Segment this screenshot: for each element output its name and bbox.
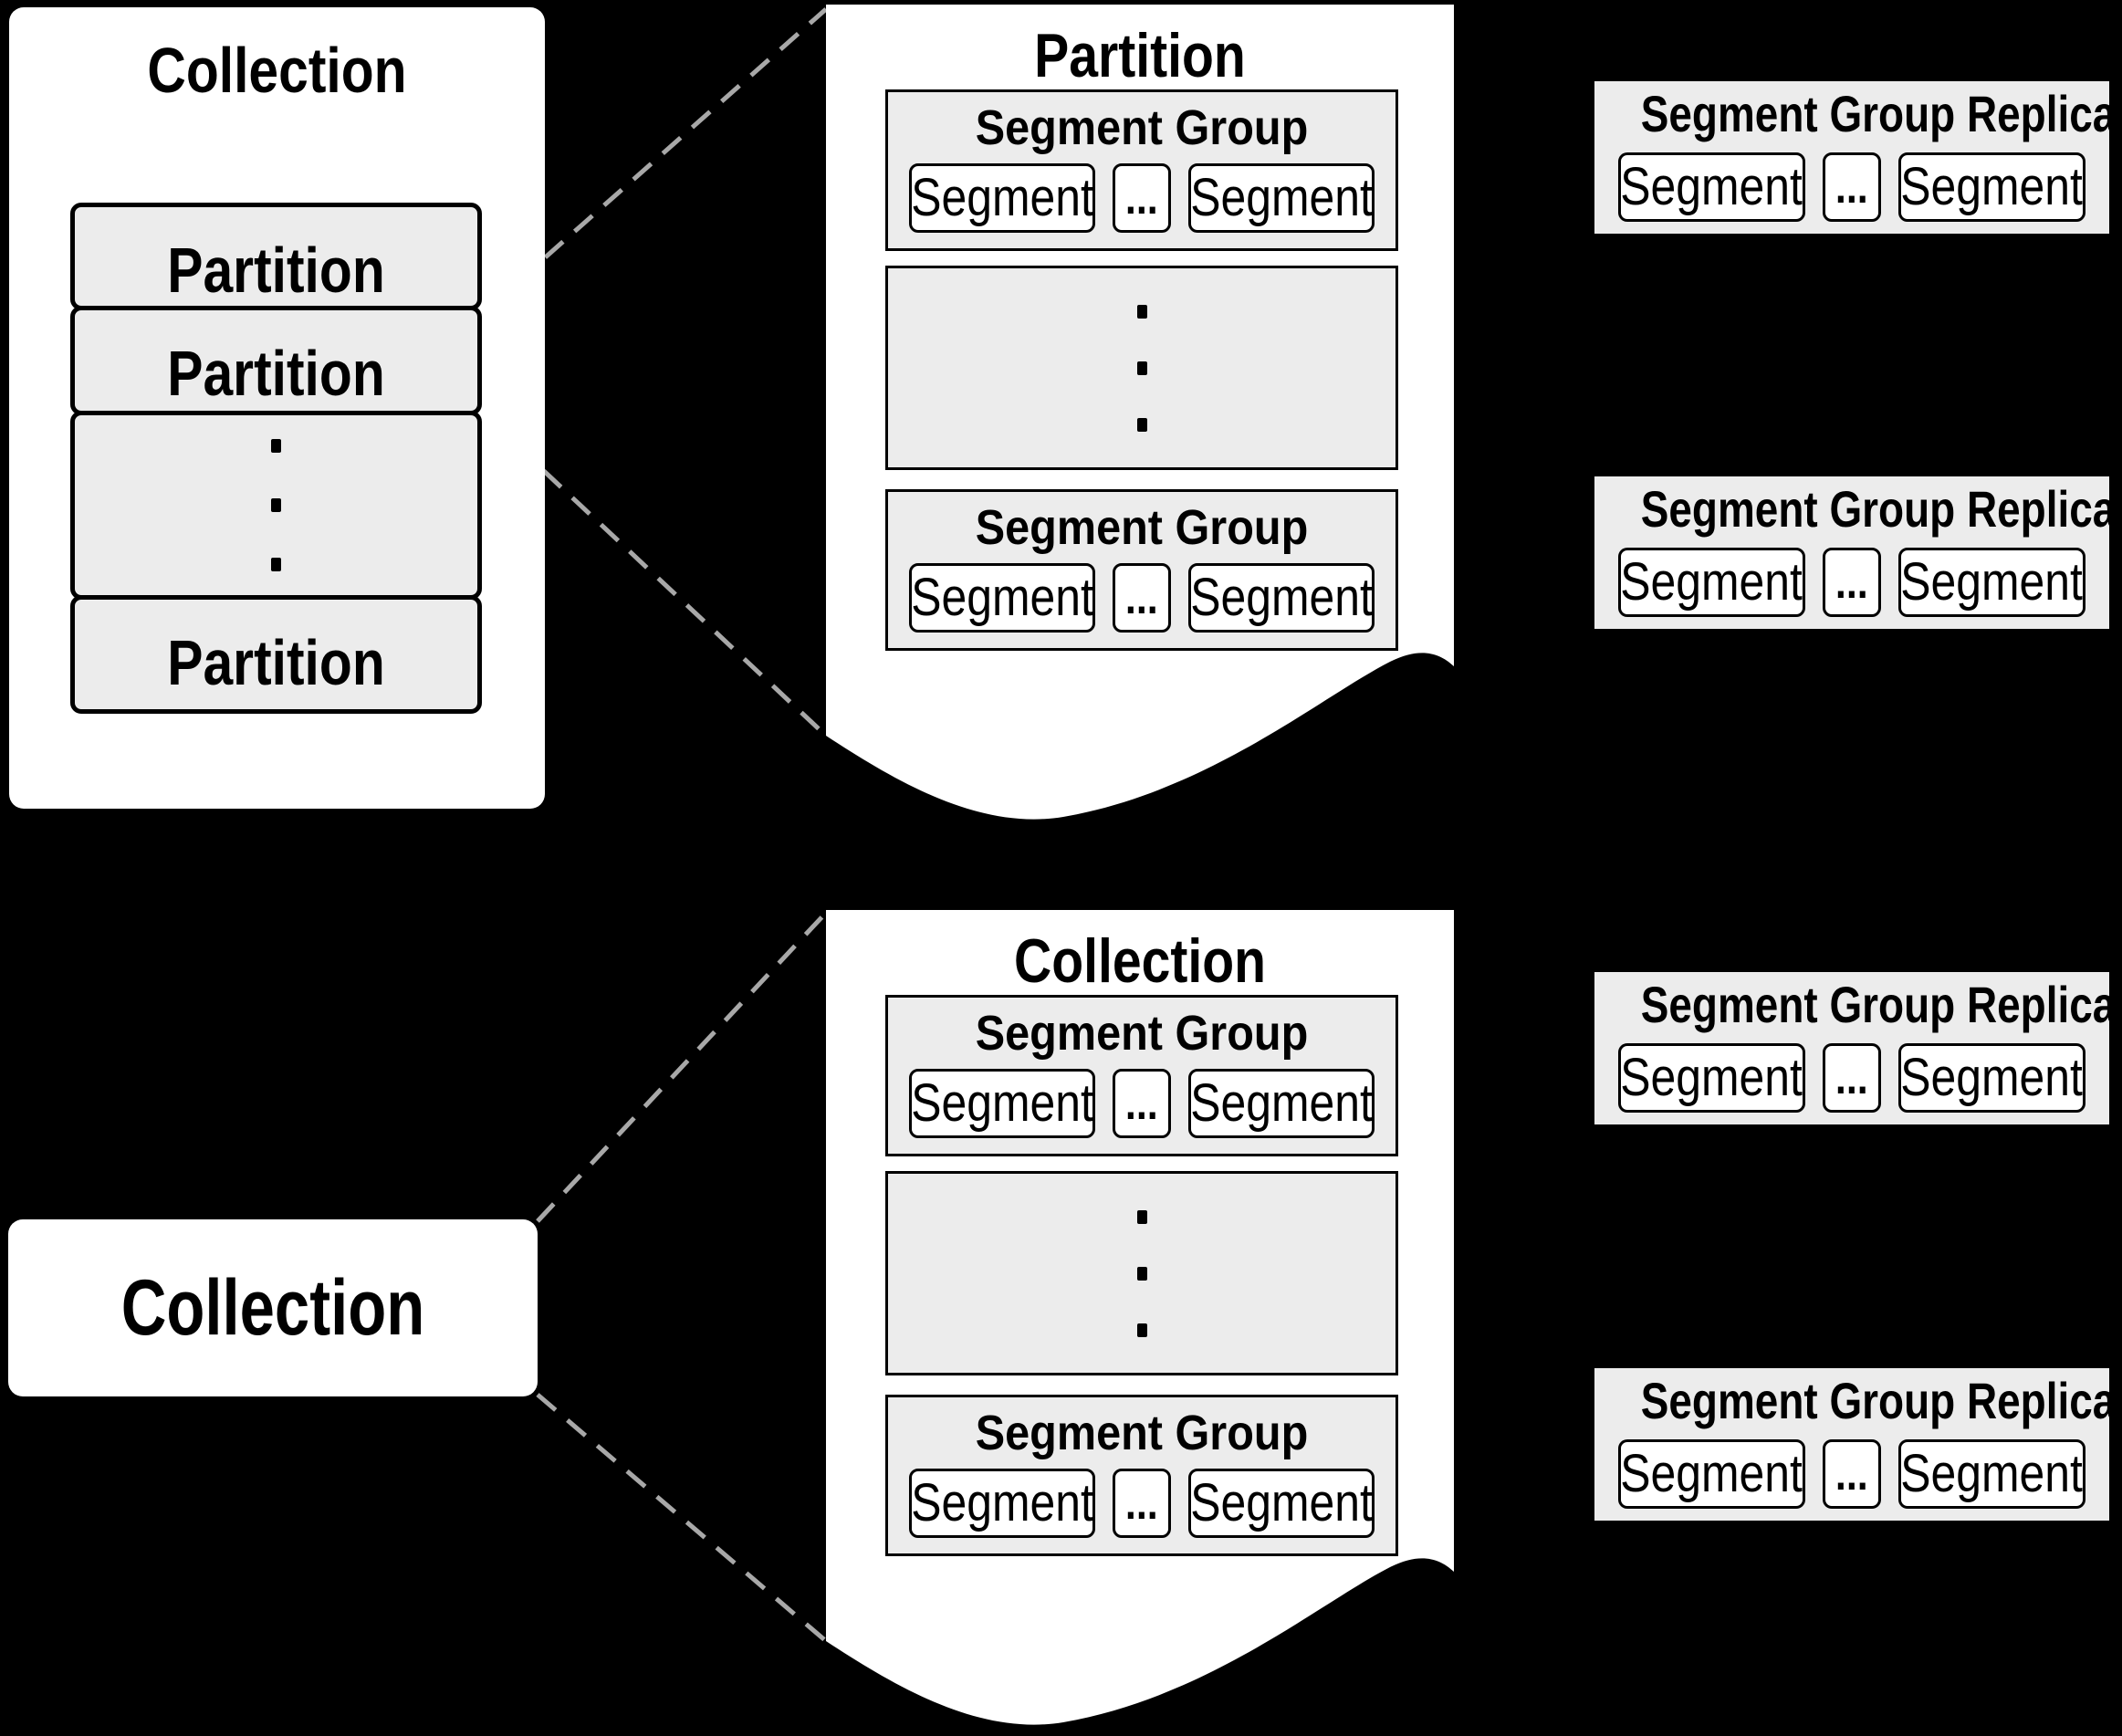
collection-simple-title: Collection bbox=[120, 1264, 425, 1352]
segment-chip-label: Segment bbox=[1900, 1444, 2084, 1503]
collection-overview-title: Collection bbox=[147, 35, 407, 106]
segment-chip-label: Segment bbox=[1190, 568, 1373, 627]
segment-group-replica-2: Segment Group Replica Segment ... Segmen… bbox=[1593, 475, 2117, 631]
segment-chip-label: Segment bbox=[1190, 1073, 1373, 1133]
segment-chip: Segment bbox=[1618, 1439, 1805, 1509]
segment-chip-row: Segment ... Segment bbox=[1594, 152, 2109, 222]
segment-chip: Segment bbox=[909, 563, 1095, 633]
partition-box-2-label: Partition bbox=[167, 338, 385, 409]
ellipsis-chip: ... bbox=[1823, 152, 1881, 222]
segment-chip: Segment bbox=[1618, 152, 1805, 222]
ellipsis-chip: ... bbox=[1113, 563, 1171, 633]
partition-box-3: Partition bbox=[70, 595, 482, 714]
collection-overview-box: Collection Partition Partition Partition bbox=[9, 7, 545, 809]
segment-group-4-title: Segment Group bbox=[975, 1406, 1309, 1460]
vertical-ellipsis-icon bbox=[888, 1174, 1396, 1373]
segment-chip: Segment bbox=[909, 1069, 1095, 1138]
partition-detail-title: Partition bbox=[1034, 21, 1246, 90]
connector-bottom-lower bbox=[536, 1393, 828, 1643]
segment-chip: Segment bbox=[1188, 1469, 1375, 1538]
segment-group-2-title: Segment Group bbox=[975, 500, 1309, 555]
segment-group-1-title: Segment Group bbox=[975, 100, 1309, 155]
segment-group-box-1: Segment Group Segment ... Segment bbox=[885, 89, 1398, 251]
ellipsis-chip-label: ... bbox=[1125, 572, 1158, 623]
segment-chip-label: Segment bbox=[911, 1073, 1093, 1133]
segment-chip-label: Segment bbox=[1620, 1444, 1803, 1503]
segment-group-box-4: Segment Group Segment ... Segment bbox=[885, 1395, 1398, 1556]
collection-detail-document: Collection Segment Group Segment ... Seg… bbox=[826, 910, 1454, 1736]
segment-chip: Segment bbox=[1898, 152, 2085, 222]
ellipsis-chip-label: ... bbox=[1125, 1078, 1158, 1129]
ellipsis-chip-label: ... bbox=[1835, 1448, 1868, 1500]
ellipsis-chip: ... bbox=[1823, 548, 1881, 617]
ellipsis-chip: ... bbox=[1823, 1043, 1881, 1113]
segment-chip-label: Segment bbox=[1190, 168, 1373, 227]
segment-chip-row: Segment ... Segment bbox=[1594, 1439, 2109, 1509]
replica-3-title: Segment Group Replica bbox=[1640, 976, 2117, 1033]
ellipsis-chip: ... bbox=[1113, 1069, 1171, 1138]
segment-chip-row: Segment ... Segment bbox=[1594, 548, 2109, 617]
segment-chip-label: Segment bbox=[1900, 157, 2084, 216]
ellipsis-chip-label: ... bbox=[1125, 173, 1158, 224]
segment-group-replica-1: Segment Group Replica Segment ... Segmen… bbox=[1593, 79, 2117, 235]
segment-chip-row: Segment ... Segment bbox=[888, 1469, 1396, 1538]
segment-chip-label: Segment bbox=[911, 168, 1093, 227]
ellipsis-chip-label: ... bbox=[1835, 162, 1868, 213]
segment-chip: Segment bbox=[909, 1469, 1095, 1538]
partition-box-1: Partition bbox=[70, 203, 482, 310]
collection-detail-title: Collection bbox=[1013, 926, 1267, 996]
vertical-ellipsis-icon bbox=[75, 415, 477, 595]
segment-chip: Segment bbox=[1188, 163, 1375, 233]
segment-chip: Segment bbox=[1898, 1043, 2085, 1113]
segment-group-replica-4: Segment Group Replica Segment ... Segmen… bbox=[1593, 1366, 2117, 1522]
partition-box-2: Partition bbox=[70, 306, 482, 415]
partition-box-1-label: Partition bbox=[167, 235, 385, 306]
segment-chip-row: Segment ... Segment bbox=[888, 1069, 1396, 1138]
segment-chip-label: Segment bbox=[911, 568, 1093, 627]
vertical-ellipsis-icon bbox=[888, 268, 1396, 467]
replica-2-title: Segment Group Replica bbox=[1640, 480, 2117, 538]
segment-chip-label: Segment bbox=[911, 1473, 1093, 1532]
ellipsis-chip: ... bbox=[1823, 1439, 1881, 1509]
segment-group-replica-3: Segment Group Replica Segment ... Segmen… bbox=[1593, 970, 2117, 1126]
segment-chip: Segment bbox=[1898, 1439, 2085, 1509]
segment-chip-label: Segment bbox=[1620, 552, 1803, 612]
replica-1-title: Segment Group Replica bbox=[1640, 85, 2117, 142]
segment-chip-label: Segment bbox=[1190, 1473, 1373, 1532]
ellipsis-chip-label: ... bbox=[1835, 557, 1868, 608]
segment-group-ellipsis-panel bbox=[885, 266, 1398, 470]
segment-chip: Segment bbox=[1618, 548, 1805, 617]
segment-chip-row: Segment ... Segment bbox=[1594, 1043, 2109, 1113]
segment-chip-row: Segment ... Segment bbox=[888, 163, 1396, 233]
segment-chip: Segment bbox=[1618, 1043, 1805, 1113]
segment-group-box-3: Segment Group Segment ... Segment bbox=[885, 995, 1398, 1156]
segment-chip: Segment bbox=[1898, 548, 2085, 617]
partition-detail-document: Partition Segment Group Segment ... Segm… bbox=[826, 5, 1454, 835]
segment-chip-row: Segment ... Segment bbox=[888, 563, 1396, 633]
ellipsis-chip: ... bbox=[1113, 1469, 1171, 1538]
segment-chip-label: Segment bbox=[1900, 552, 2084, 612]
segment-chip-label: Segment bbox=[1620, 1048, 1803, 1107]
partition-ellipsis-box bbox=[70, 411, 482, 600]
replica-4-title: Segment Group Replica bbox=[1640, 1372, 2117, 1429]
segment-chip-label: Segment bbox=[1620, 157, 1803, 216]
segment-chip: Segment bbox=[1188, 1069, 1375, 1138]
segment-chip: Segment bbox=[909, 163, 1095, 233]
segment-group-3-title: Segment Group bbox=[975, 1006, 1309, 1061]
segment-group-ellipsis-panel bbox=[885, 1171, 1398, 1375]
ellipsis-chip-label: ... bbox=[1835, 1052, 1868, 1103]
ellipsis-chip: ... bbox=[1113, 163, 1171, 233]
partition-box-3-label: Partition bbox=[167, 627, 385, 698]
collection-simple-box: Collection bbox=[8, 1219, 538, 1396]
segment-chip: Segment bbox=[1188, 563, 1375, 633]
connector-bottom-upper bbox=[536, 911, 828, 1223]
segment-chip-label: Segment bbox=[1900, 1048, 2084, 1107]
ellipsis-chip-label: ... bbox=[1125, 1478, 1158, 1529]
segment-group-box-2: Segment Group Segment ... Segment bbox=[885, 489, 1398, 651]
